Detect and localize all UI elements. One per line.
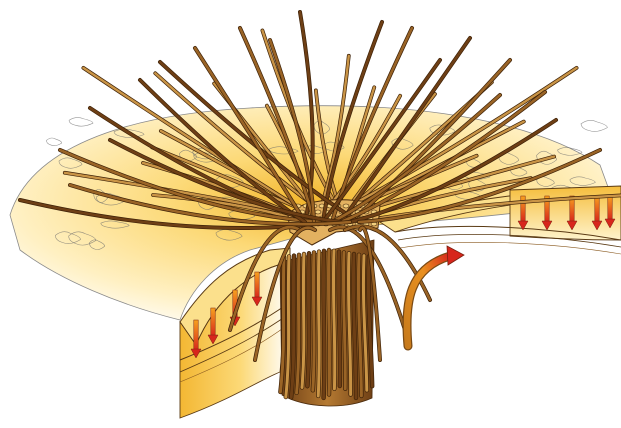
arrow-shaft — [595, 196, 599, 222]
arrow-shaft — [211, 308, 215, 336]
bundle-strand — [313, 252, 314, 390]
bundle-strand — [328, 250, 329, 394]
bundle-strand — [323, 251, 324, 398]
bundle-strand — [307, 253, 309, 386]
cut-dot — [343, 204, 349, 208]
bundle-strand — [338, 252, 340, 386]
mat-cell — [581, 120, 607, 131]
fiber-bundle — [280, 240, 374, 406]
bundle-strand — [318, 252, 319, 396]
mat-cell — [69, 118, 93, 127]
arrow-shaft — [608, 196, 612, 220]
curved-arrow-head — [447, 246, 464, 265]
bundle-strand — [333, 251, 334, 389]
arrow-shaft — [521, 196, 525, 222]
right-section-stripe-3 — [400, 242, 621, 254]
bundle-strand — [302, 254, 304, 387]
cut-dot — [315, 210, 321, 214]
arrow-shaft — [194, 320, 198, 350]
arrow-shaft — [255, 272, 259, 298]
mat-cell — [46, 138, 61, 146]
curved-arrow-icon — [407, 246, 464, 346]
